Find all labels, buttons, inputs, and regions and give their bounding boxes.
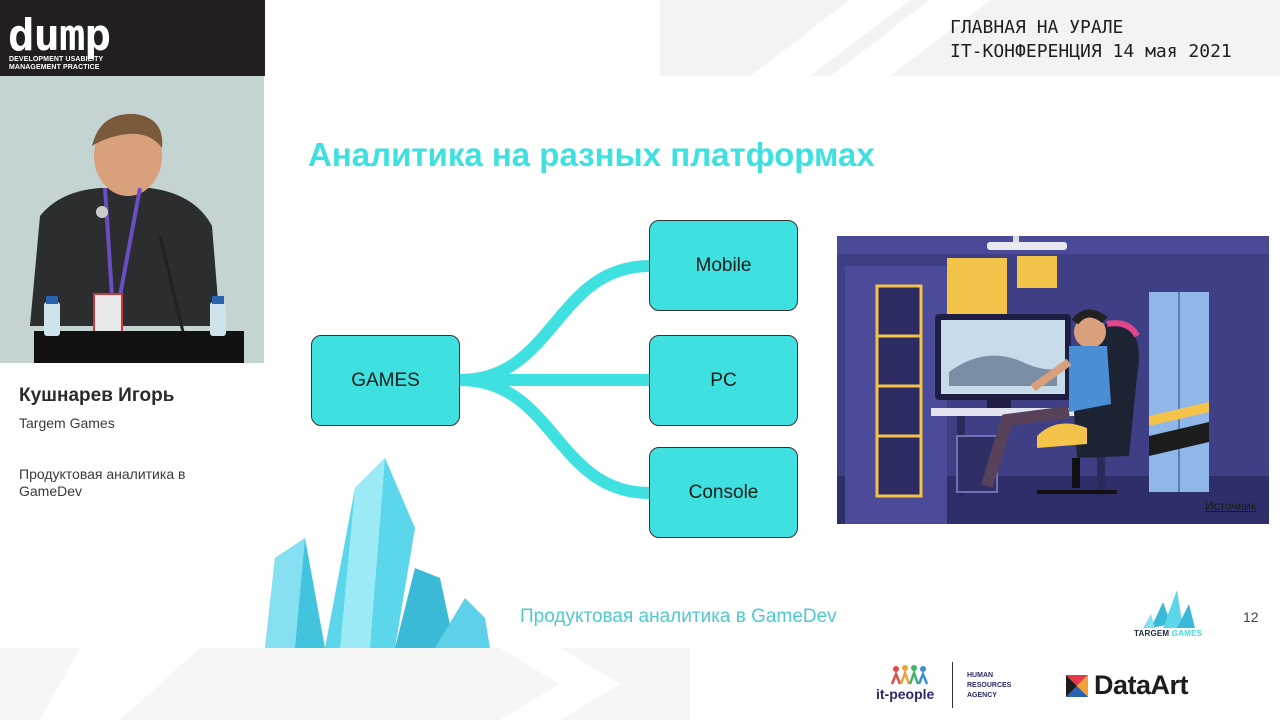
speaker-company: Targem Games xyxy=(19,415,115,431)
hr-line3: AGENCY xyxy=(967,692,997,699)
dataart-wordmark: DataArt xyxy=(1094,670,1189,700)
node-pc: PC xyxy=(649,335,798,426)
brand-wordmark: dump xyxy=(8,10,111,61)
brand-subtitle-line2: MANAGEMENT PRACTICE xyxy=(9,63,100,71)
speaker-illustration xyxy=(0,76,264,363)
diagram-connectors xyxy=(459,260,651,499)
targem-wordmark-dark: TARGEM xyxy=(1134,629,1170,638)
sponsor-divider xyxy=(952,662,953,708)
node-games: GAMES xyxy=(311,335,460,426)
image-source-link[interactable]: Источник xyxy=(1205,499,1257,513)
slide-page-number: 12 xyxy=(1243,609,1259,625)
it-people-wordmark: it-people xyxy=(876,686,935,702)
presentation-slide: Аналитика на разных платформах GAMES Mob… xyxy=(265,76,1280,648)
hr-line2: RESOURCES xyxy=(967,682,1012,689)
targem-wordmark-accent: GAMES xyxy=(1171,629,1203,638)
node-console: Console xyxy=(649,447,798,538)
crystals-decoration xyxy=(265,458,490,648)
targem-games-logo xyxy=(1143,590,1195,628)
background-arrow-bottom xyxy=(0,648,690,720)
speaker-video xyxy=(0,76,264,363)
conference-line2: IT-КОНФЕРЕНЦИЯ 14 мая 2021 xyxy=(950,41,1232,62)
dataart-icon xyxy=(1066,674,1088,697)
conference-header: ГЛАВНАЯ НА УРАЛЕ IT-КОНФЕРЕНЦИЯ 14 мая 2… xyxy=(950,16,1232,64)
targem-games-wordmark: TARGEM GAMES xyxy=(1134,629,1202,638)
speaker-name: Кушнарев Игорь xyxy=(19,385,175,406)
hr-line1: HUMAN xyxy=(967,672,994,679)
slide-footer: Продуктовая аналитика в GameDev xyxy=(520,606,837,627)
brand-subtitle-line1: DEVELOPMENT USABILITY xyxy=(9,56,104,63)
slide-title: Аналитика на разных платформах xyxy=(308,136,875,173)
background-arrow-top xyxy=(660,0,1280,76)
hr-agency-label: HUMAN RESOURCES AGENCY xyxy=(967,671,1011,701)
it-people-icon xyxy=(890,665,929,685)
brand-subtitle: DEVELOPMENT USABILITY MANAGEMENT PRACTIC… xyxy=(9,56,103,71)
talk-title: Продуктовая аналитика в GameDev xyxy=(19,466,186,499)
dump-logo: dump DEVELOPMENT USABILITY MANAGEMENT PR… xyxy=(0,0,265,76)
dataart-logo: DataArt xyxy=(1066,670,1189,701)
conference-line1: ГЛАВНАЯ НА УРАЛЕ xyxy=(950,17,1124,38)
node-mobile: Mobile xyxy=(649,220,798,311)
gamer-illustration xyxy=(837,236,1269,524)
